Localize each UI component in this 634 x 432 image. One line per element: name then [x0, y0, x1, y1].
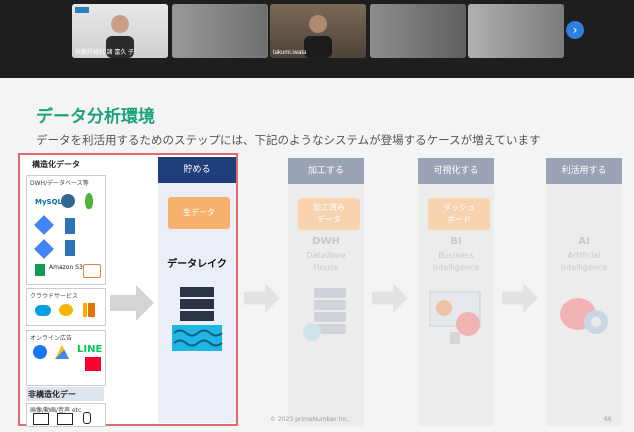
- s3-icon: Amazon S3: [49, 264, 83, 271]
- line-icon: LINE: [77, 344, 103, 355]
- column-header: 貯める: [158, 157, 236, 183]
- postgresql-icon: [61, 194, 75, 208]
- data-lake-icon: [172, 287, 223, 351]
- mongodb-icon: [85, 193, 93, 209]
- participant-tile[interactable]: [370, 4, 466, 58]
- arrow-right-icon: [244, 283, 280, 313]
- salesforce-icon: [35, 305, 51, 316]
- folder-icon: [83, 264, 101, 278]
- column-store: 貯める 生データ データレイク: [158, 157, 236, 423]
- column-description: Artificial Intelligence: [560, 251, 608, 272]
- participant-tile[interactable]: 技術評論社 諸 富久 子: [72, 4, 168, 58]
- blurred-video: [172, 4, 268, 58]
- media-label: 画像/動画/音声 etc: [30, 407, 82, 414]
- analytics-icon: [83, 303, 95, 317]
- online-ads-label: オンライン広告: [30, 335, 73, 342]
- ai-brain-icon: [560, 298, 608, 334]
- slide-footer: © 2023 primeNumber Inc.: [270, 416, 350, 423]
- slide-page-number: 66: [604, 416, 612, 423]
- column-name: DWH: [312, 236, 340, 247]
- column-process: 加工する 加工済み データ DWH DataWare House: [288, 158, 364, 426]
- raw-data-box: 生データ: [168, 197, 230, 229]
- unstructured-data-label: 非構造化デー: [28, 390, 76, 399]
- cloud-services-card: クラウドサービス: [26, 288, 106, 326]
- next-page-button[interactable]: ›: [566, 21, 584, 39]
- mysql-icon: MySQL: [35, 198, 62, 206]
- database-card: DWH/データベース等 MySQL Amazon S3: [26, 175, 106, 285]
- logo-icon: [75, 7, 89, 13]
- arrow-right-icon: [372, 283, 408, 313]
- cloud-services-label: クラウドサービス: [30, 293, 79, 300]
- column-header: 加工する: [288, 158, 364, 184]
- column-name: AI: [578, 236, 590, 247]
- column-description: DataWare House: [306, 251, 346, 272]
- bigquery-icon: [34, 215, 54, 235]
- participant-video: [304, 15, 332, 58]
- dwh-server-icon: [303, 288, 346, 341]
- column-utilize: 利活用する AI Artificial Intelligence: [546, 158, 622, 426]
- column-name: データレイク: [167, 259, 227, 270]
- dashboard-box: ダッシュ ボード: [428, 198, 490, 230]
- aurora-icon: [65, 240, 75, 256]
- yahoo-icon: [85, 357, 101, 371]
- video-participants-bar: 技術評論社 諸 富久 子 takumi.iwata ›: [0, 0, 634, 78]
- bi-dashboard-icon: [429, 291, 481, 344]
- column-name: BI: [450, 236, 462, 247]
- column-description: Business Intelligence: [432, 251, 480, 272]
- column-header: 利活用する: [546, 158, 622, 184]
- image-icon: [33, 413, 49, 425]
- cloud-app-icon: [59, 304, 73, 316]
- redshift-icon: [65, 218, 75, 234]
- blurred-video: [370, 4, 466, 58]
- online-ads-card: オンライン広告 LINE: [26, 330, 106, 386]
- slide-subtitle: データを利活用するためのステップには、下記のようなシステムが登場するケースが増え…: [36, 133, 541, 147]
- arrow-right-icon: [502, 283, 538, 313]
- blurred-video: [468, 4, 564, 58]
- google-ads-icon: [55, 345, 69, 359]
- data-sources-panel: 構造化データ DWH/データベース等 MySQL Amazon S3 クラウドサ…: [18, 153, 238, 427]
- column-visualize: 可視化する ダッシュ ボード BI Business Intelligence: [418, 158, 494, 426]
- participant-name: takumi.iwata: [273, 50, 307, 56]
- database-label: DWH/データベース等: [30, 180, 89, 187]
- column-header: 可視化する: [418, 158, 494, 184]
- slide-title: データ分析環境: [36, 107, 155, 127]
- participant-tile[interactable]: [468, 4, 564, 58]
- participant-tile[interactable]: [172, 4, 268, 58]
- unstructured-header: 非構造化デー: [26, 387, 104, 401]
- structured-data-label: 構造化データ: [32, 160, 80, 169]
- sheets-icon: [35, 264, 45, 276]
- facebook-icon: [33, 345, 47, 359]
- arrow-right-icon: [110, 285, 154, 321]
- microphone-icon: [83, 412, 91, 424]
- media-card: 画像/動画/音声 etc: [26, 403, 106, 427]
- participant-tile[interactable]: takumi.iwata: [270, 4, 366, 58]
- participant-video: [106, 15, 134, 58]
- shared-slide: データ分析環境 データを利活用するためのステップには、下記のようなシステムが登場…: [0, 78, 634, 432]
- cloud-sql-icon: [34, 239, 54, 259]
- processed-data-box: 加工済み データ: [298, 198, 360, 230]
- participant-name: 技術評論社 諸 富久 子: [75, 50, 135, 56]
- video-icon: [57, 413, 73, 425]
